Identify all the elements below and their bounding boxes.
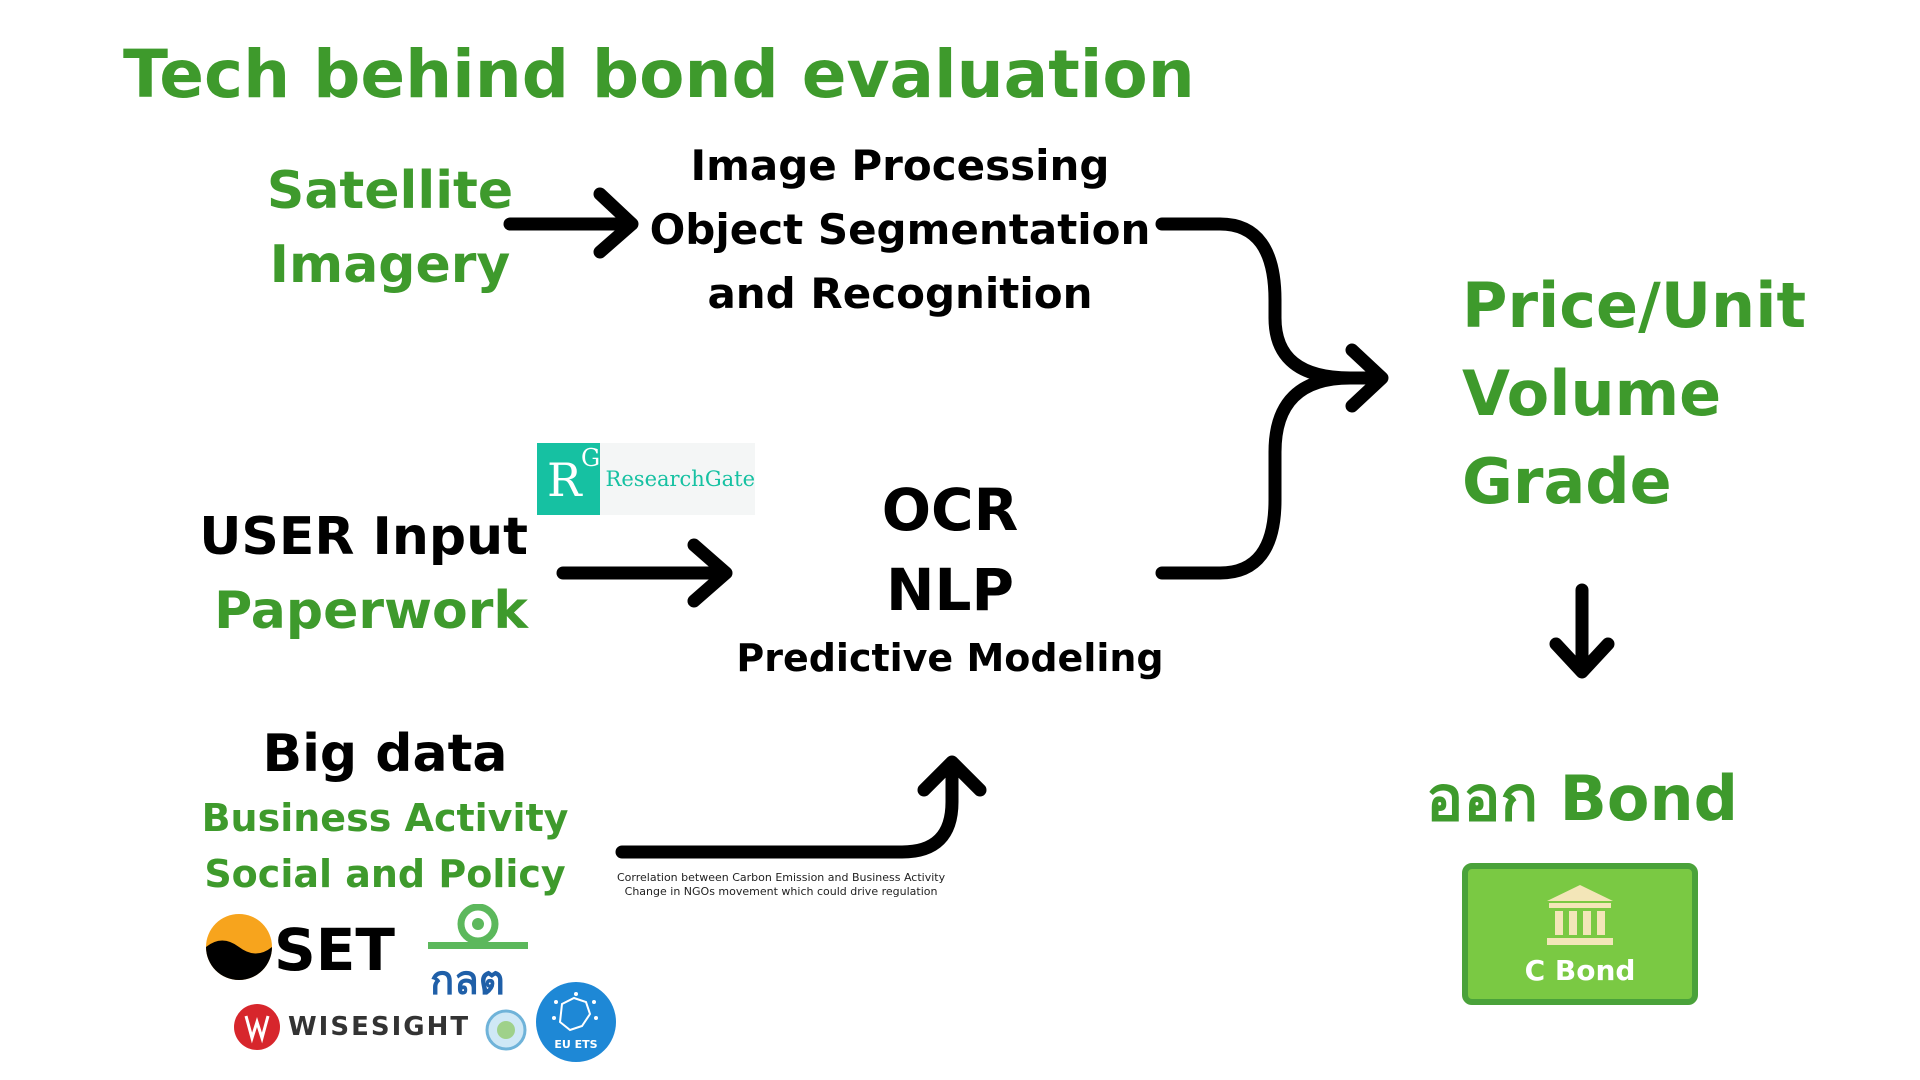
rg-mark-g: G — [581, 444, 601, 472]
correlation-note: Correlation between Carbon Emission and … — [617, 871, 945, 899]
volume-label: Volume — [1462, 357, 1722, 430]
big-data-block: Big data Business Activity Social and Po… — [200, 718, 570, 902]
business-activity-label: Business Activity — [201, 796, 569, 840]
researchgate-mark-icon: R G — [537, 443, 600, 515]
globe-logo — [484, 1008, 528, 1052]
eu-ets-logo: EU ETS — [536, 982, 616, 1062]
note-line-1: Correlation between Carbon Emission and … — [617, 871, 946, 884]
big-data-heading: Big data — [262, 724, 508, 784]
satellite-label: Satellite — [266, 161, 514, 221]
researchgate-wordmark: ResearchGate — [605, 467, 755, 491]
image-processing-block: Image Processing Object Segmentation and… — [650, 134, 1151, 326]
bank-icon — [1547, 885, 1613, 945]
wisesight-mark-icon — [234, 1004, 280, 1050]
sec-logo: กลต — [428, 904, 528, 1004]
arrow-outputs-to-bond — [1549, 583, 1615, 679]
ocr-nlp-block: OCR NLP Predictive Modeling — [736, 470, 1163, 686]
note-line-2: Change in NGOs movement which could driv… — [624, 885, 938, 898]
set-wordmark: SET — [274, 916, 395, 984]
grade-label: Grade — [1462, 445, 1672, 518]
satellite-imagery-label: Satellite Imagery — [266, 154, 514, 302]
price-unit-label: Price/Unit — [1462, 269, 1807, 342]
eu-ets-label: EU ETS — [554, 1038, 598, 1051]
issue-bond-label: ออก Bond — [1426, 762, 1738, 835]
arrow-bigdata-to-ocr — [615, 755, 987, 859]
nlp-label: NLP — [885, 556, 1014, 624]
set-logo: SET — [204, 912, 395, 984]
user-input-label: USER Input — [199, 507, 528, 567]
sec-mark-icon — [428, 904, 528, 949]
researchgate-logo: R G ResearchGate — [537, 443, 755, 515]
object-segmentation-label: Object Segmentation — [649, 205, 1151, 254]
social-policy-label: Social and Policy — [204, 852, 566, 896]
wisesight-logo: WISESIGHT — [232, 1002, 472, 1052]
ocr-label: OCR — [881, 476, 1019, 544]
rg-mark-r: R — [547, 453, 582, 507]
imagery-label: Imagery — [269, 235, 511, 295]
predictive-modeling-label: Predictive Modeling — [736, 636, 1164, 680]
arrow-merge-to-outputs — [1155, 217, 1389, 580]
user-input-block: USER Input Paperwork — [199, 500, 528, 648]
globe-icon — [485, 1009, 527, 1051]
c-bond-card[interactable]: C Bond — [1462, 863, 1698, 1005]
eu-map-icon — [552, 992, 598, 1032]
outputs-block: Price/Unit Volume Grade — [1462, 262, 1806, 526]
image-processing-label: Image Processing — [690, 141, 1110, 190]
arrow-user-to-ocr — [556, 538, 733, 608]
arrow-satellite-to-processing — [503, 187, 639, 259]
paperwork-label: Paperwork — [214, 581, 528, 641]
set-mark-icon — [206, 914, 272, 980]
sec-wordmark: กลต — [430, 958, 505, 1004]
c-bond-label: C Bond — [1524, 954, 1636, 987]
wisesight-wordmark: WISESIGHT — [288, 1012, 471, 1042]
page-title: Tech behind bond evaluation — [123, 36, 1195, 113]
recognition-label: and Recognition — [707, 269, 1093, 318]
